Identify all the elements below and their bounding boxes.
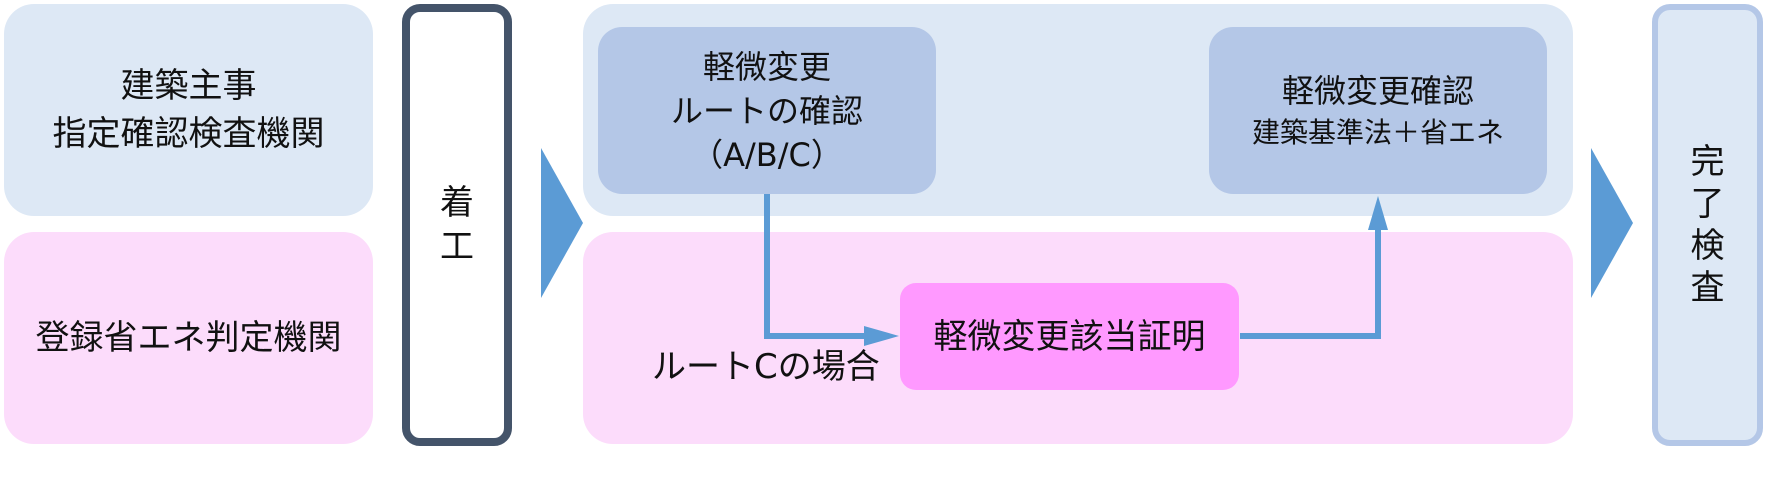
completion-inspection-char-1: 完 [1690, 142, 1725, 182]
construction-start-char-1: 着 [440, 183, 474, 223]
energy-judgement-agency-box: 登録省エネ判定機関 [4, 232, 373, 444]
construction-start-box: 着 工 [402, 4, 512, 446]
route-check-line-1: 軽微変更 [702, 47, 831, 86]
route-c-label: ルートCの場合 [652, 347, 880, 387]
building-official-label: 建築主事 [120, 66, 257, 106]
minor-change-confirmation-title: 軽微変更確認 [1281, 71, 1474, 110]
minor-change-confirmation-subtitle: 建築基準法＋省エネ [1251, 115, 1504, 149]
flow-arrow-icon [1591, 148, 1633, 298]
route-check-line-2: ルートの確認 [670, 91, 863, 130]
construction-start-char-2: 工 [440, 227, 474, 267]
completion-inspection-box: 完 了 検 査 [1652, 4, 1763, 446]
route-check-box: 軽微変更 ルートの確認 （A/B/C） [598, 27, 936, 194]
minor-change-certificate-label: 軽微変更該当証明 [933, 316, 1206, 357]
completion-inspection-char-2: 了 [1690, 184, 1725, 224]
minor-change-confirmation-box: 軽微変更確認 建築基準法＋省エネ [1209, 27, 1547, 194]
flow-arrow-icon [541, 148, 583, 298]
minor-change-certificate-box: 軽微変更該当証明 [900, 283, 1239, 390]
route-check-line-3: （A/B/C） [691, 135, 843, 174]
building-official-agency-box: 建築主事 指定確認検査機関 [4, 4, 373, 216]
completion-inspection-char-3: 検 [1690, 226, 1725, 266]
completion-inspection-char-4: 査 [1690, 268, 1725, 308]
energy-judgement-agency-label: 登録省エネ判定機関 [35, 318, 342, 358]
designated-inspection-agency-label: 指定確認検査機関 [52, 114, 325, 154]
